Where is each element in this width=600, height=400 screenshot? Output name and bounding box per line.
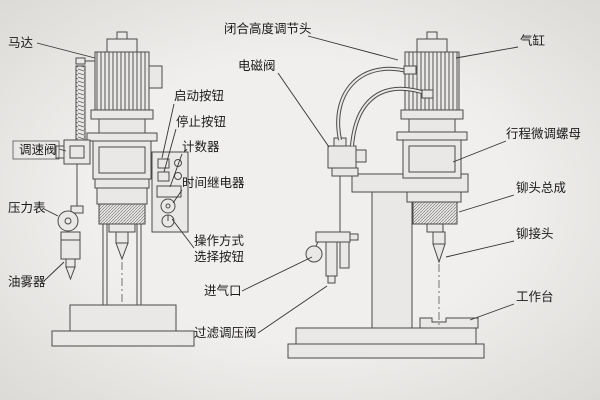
rivet-head-drawing [94, 178, 150, 305]
label-stroke-nut: 行程微调螺母 [506, 126, 581, 141]
leader-rivet-connector [445, 240, 515, 258]
front-view-machine [51, 31, 195, 347]
leader-head-assembly [458, 194, 515, 213]
label-filter-regulator: 过滤调压阀 [194, 325, 257, 340]
machine-base-side [287, 327, 485, 359]
side-view-machine [287, 31, 485, 359]
label-speed-valve: 调速阀 [19, 142, 57, 157]
solenoid-valve-drawing [327, 137, 367, 232]
leader-start-button [161, 103, 175, 159]
label-rivet-connector: 铆接头 [516, 226, 554, 241]
leader-stop-button [163, 128, 177, 173]
counter-window-drawing [156, 185, 182, 198]
label-close-height: 闭合高度调节头 [224, 21, 312, 36]
label-mode-select-1: 操作方式 [194, 233, 245, 248]
leader-oil-mister [43, 261, 65, 282]
label-mode-select-2: 选择按钮 [194, 249, 244, 264]
label-air-cylinder: 气缸 [520, 33, 545, 48]
leader-filter-regulator [257, 285, 328, 334]
leader-speed-valve [58, 148, 67, 152]
start-button-drawing[interactable] [157, 158, 170, 169]
leader-motor [36, 42, 96, 59]
oil-mister-drawing [60, 231, 81, 281]
label-time-relay: 时间继电器 [182, 175, 245, 190]
leader-close-height [307, 35, 399, 61]
label-pressure-gauge: 压力表 [8, 200, 46, 215]
leader-lines [36, 35, 519, 334]
air-hose-coil [75, 57, 95, 141]
label-start-button: 启动按钮 [174, 88, 224, 103]
label-solenoid-valve: 电磁阀 [238, 58, 276, 73]
leader-counter [169, 153, 183, 188]
label-motor: 马达 [8, 35, 34, 50]
motor-drawing [86, 31, 163, 180]
stop-button-drawing[interactable] [157, 171, 170, 182]
leader-mode-select [171, 218, 195, 249]
rivet-head-assembly-drawing [406, 191, 462, 326]
worktable-drawing [419, 317, 479, 329]
label-worktable: 工作台 [516, 289, 554, 304]
filter-regulator-drawing [305, 231, 359, 284]
speed-valve-drawing [55, 139, 91, 206]
label-air-inlet: 进气口 [204, 283, 242, 298]
machine-base-front [51, 304, 195, 347]
text-labels: 马达 调速阀 压力表 油雾器 启动按钮 停止按钮 计数器 时间继电器 操作方式 … [8, 21, 581, 340]
air-hoses [336, 65, 434, 147]
control-panel [151, 151, 189, 233]
label-head-assembly: 铆头总成 [516, 180, 566, 195]
label-box-speed-valve [12, 140, 60, 160]
leader-air-inlet [241, 256, 313, 292]
label-counter: 计数器 [182, 139, 220, 154]
leader-worktable [469, 303, 515, 321]
air-cylinder-drawing [396, 31, 468, 179]
label-oil-mister: 油雾器 [8, 274, 46, 289]
leader-time-relay [172, 189, 183, 204]
leader-solenoid [277, 72, 330, 148]
leader-air-cylinder [455, 46, 519, 59]
pressure-gauge-drawing [57, 205, 84, 232]
leader-stroke-nut [452, 140, 507, 163]
stop-indicator-light [174, 172, 182, 180]
label-stop-button: 停止按钮 [176, 114, 226, 129]
leader-pressure-gauge [43, 208, 59, 217]
